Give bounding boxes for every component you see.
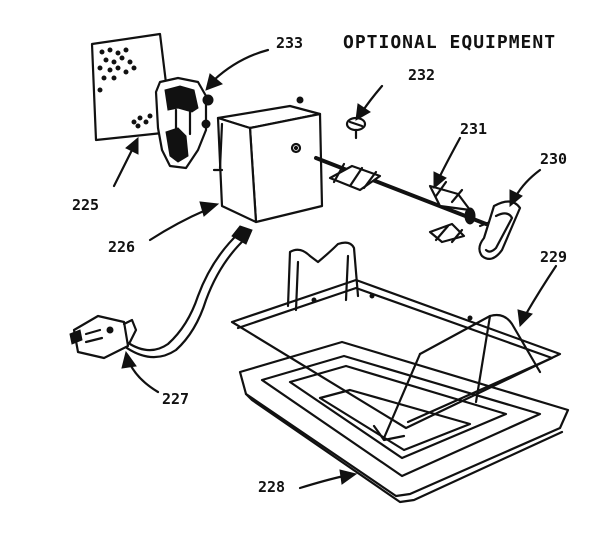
callout-labels: 233 232 231 230 229 225 226 227 228 bbox=[72, 34, 567, 496]
spit-rod-part bbox=[314, 156, 488, 244]
callout-227: 227 bbox=[162, 390, 189, 408]
screw-part bbox=[345, 116, 367, 140]
diagram-title: OPTIONAL EQUIPMENT bbox=[343, 32, 556, 53]
leader-arrows bbox=[112, 48, 558, 490]
rotisserie-motor-part bbox=[212, 96, 324, 224]
callout-230: 230 bbox=[540, 150, 567, 168]
callout-225: 225 bbox=[72, 196, 99, 214]
callout-231: 231 bbox=[460, 120, 487, 138]
callout-232: 232 bbox=[408, 66, 435, 84]
wire-rack-part bbox=[230, 241, 562, 442]
callout-229: 229 bbox=[540, 248, 567, 266]
callout-233: 233 bbox=[276, 34, 303, 52]
motor-bracket-part bbox=[154, 76, 214, 170]
drip-pan-part bbox=[238, 340, 570, 504]
callout-226: 226 bbox=[108, 238, 135, 256]
power-cord-part bbox=[69, 225, 253, 360]
spit-handle-part bbox=[478, 200, 522, 260]
callout-228: 228 bbox=[258, 478, 285, 496]
